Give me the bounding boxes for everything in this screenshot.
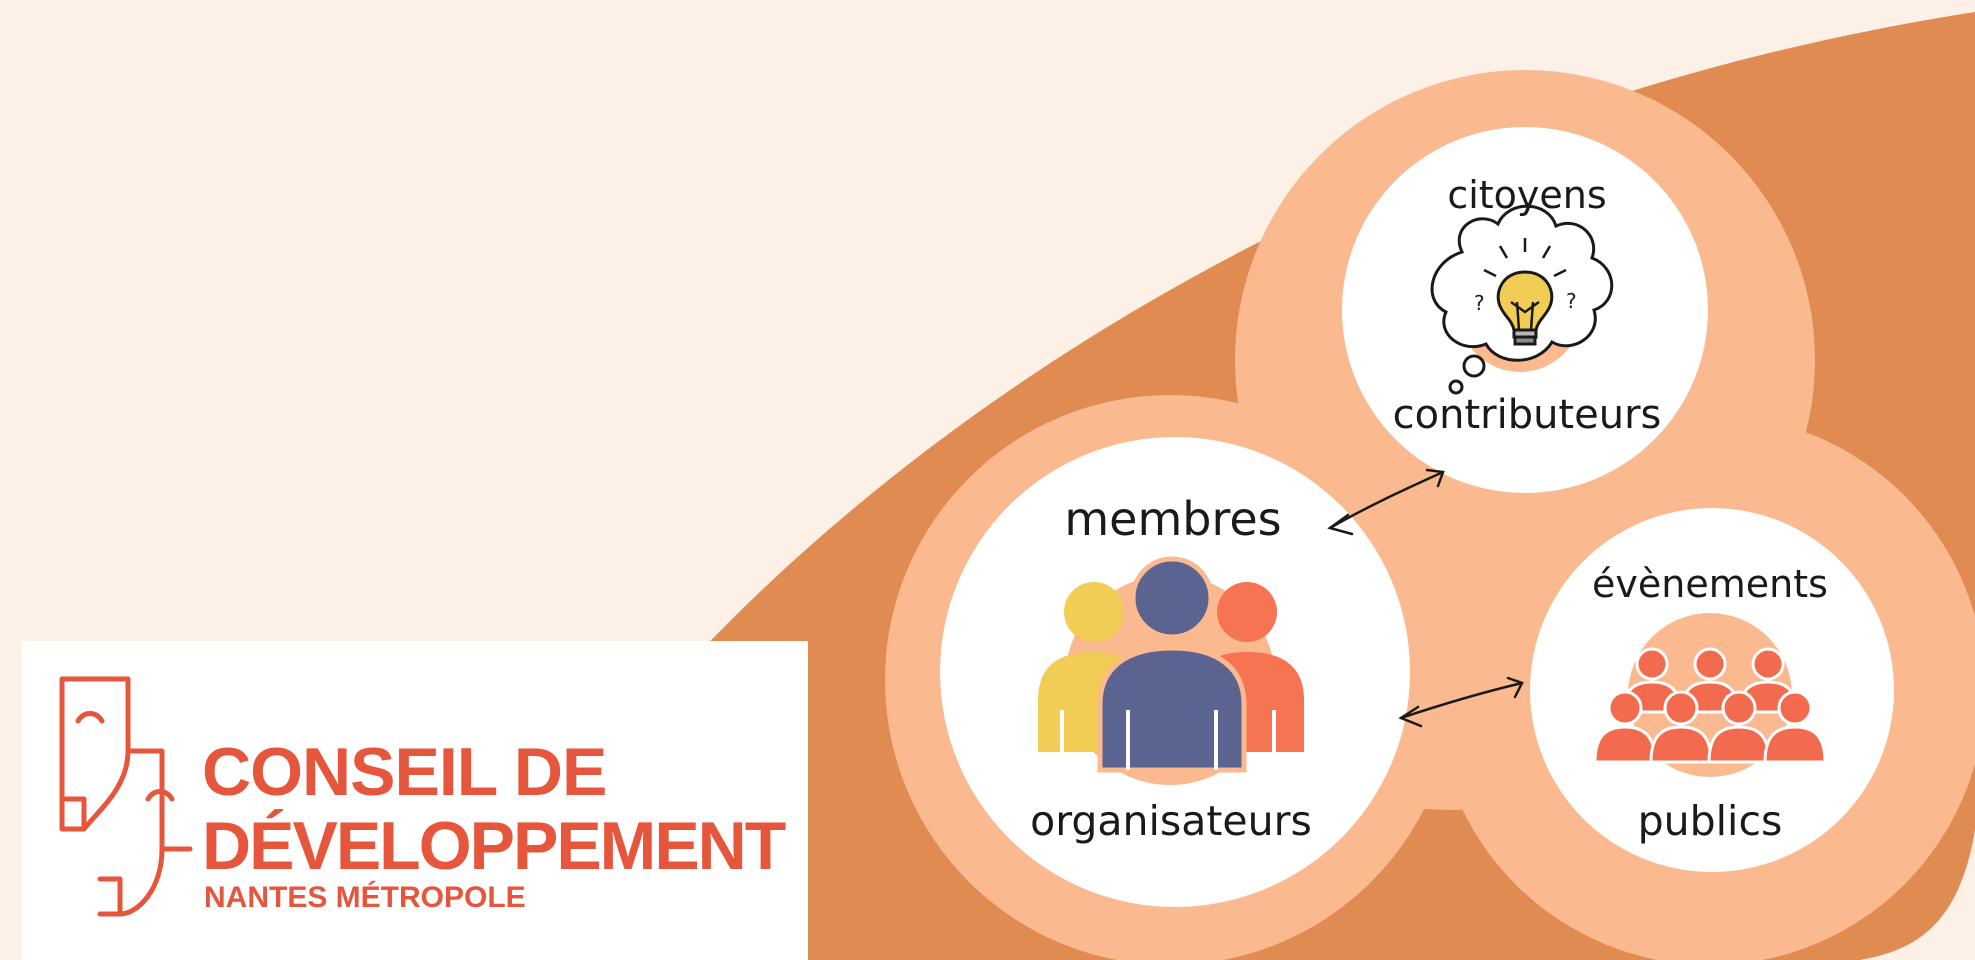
logo-line2: DÉVELOPPEMENT <box>202 808 786 884</box>
arrow-members-citizens <box>1328 470 1445 530</box>
group-people-icon <box>1038 556 1304 773</box>
logo-line3: NANTES MÉTROPOLE <box>204 881 526 914</box>
label-members: membres <box>1064 492 1282 546</box>
person-center-head <box>1130 556 1214 640</box>
connector-arrows <box>1327 468 1524 728</box>
theatre-masks-icon <box>59 676 193 917</box>
person-center-body <box>1097 645 1247 773</box>
label-events: évènements <box>1592 562 1828 606</box>
svg-text:?: ? <box>1474 291 1485 315</box>
lightbulb-thought-icon: ? ? <box>1430 204 1614 395</box>
svg-text:?: ? <box>1566 289 1577 313</box>
person-left-head <box>1064 582 1124 642</box>
label-organizers: organisateurs <box>1030 797 1312 845</box>
label-publics: publics <box>1637 797 1783 845</box>
label-citizens: citoyens <box>1447 173 1607 217</box>
logo-panel: CONSEIL DE DÉVELOPPEMENT NANTES MÉTROPOL… <box>22 641 808 960</box>
logo-line1: CONSEIL DE <box>202 734 607 810</box>
person-right-head <box>1217 582 1277 642</box>
arrow-members-events <box>1399 681 1524 720</box>
label-contributors: contributeurs <box>1392 392 1662 438</box>
audience-icon <box>1593 647 1827 764</box>
